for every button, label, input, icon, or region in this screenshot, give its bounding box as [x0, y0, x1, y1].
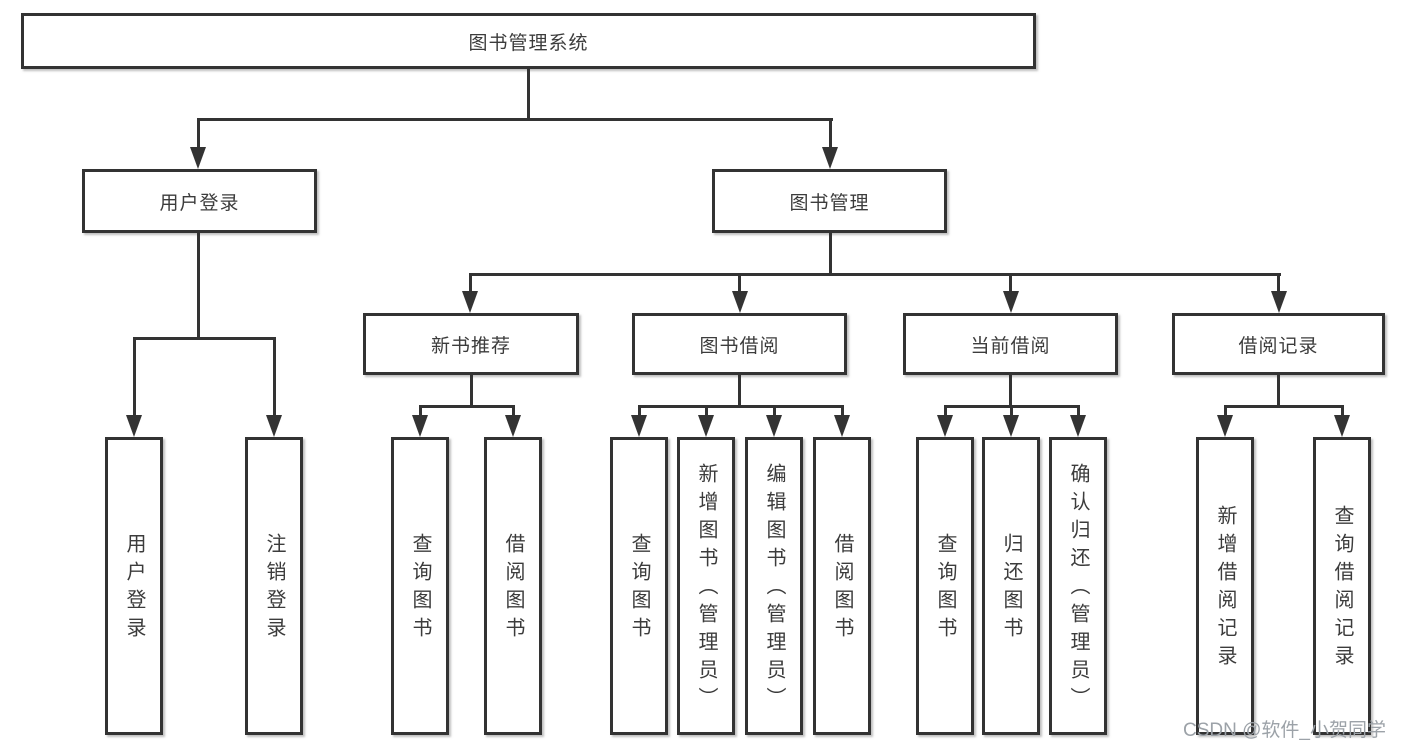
arrow-down-icon [732, 291, 748, 313]
connector-arrow-shaft [1077, 405, 1080, 419]
connector-arrow-shaft [1010, 405, 1013, 419]
connector-arrow-shaft [273, 337, 276, 417]
leaf-current-return-books: 归还图书 [982, 437, 1040, 735]
arrow-down-icon [937, 415, 953, 437]
connector-book-mgmt-stub [829, 233, 832, 273]
leaf-logout: 注销登录 [245, 437, 303, 735]
connector-arrow-shaft [638, 405, 641, 419]
arrow-down-icon [505, 415, 521, 437]
connector-current-borrow-stub [1009, 375, 1012, 405]
connector-arrow-shaft [705, 405, 708, 419]
connector-book-borrow-branch [638, 405, 844, 408]
leaf-borrow-edit-books-admin: 编辑图书（管理员） [745, 437, 803, 735]
node-library-system: 图书管理系统 [21, 13, 1036, 69]
connector-level2-branch [197, 118, 833, 121]
arrow-down-icon [190, 147, 206, 169]
connector-borrow-record-stub [1277, 375, 1280, 405]
connector-level3-branch [469, 273, 1281, 276]
leaf-current-confirm-return-admin: 确认归还（管理员） [1049, 437, 1107, 735]
arrow-down-icon [1271, 291, 1287, 313]
connector-arrow-shaft [197, 118, 200, 150]
arrow-down-icon [1217, 415, 1233, 437]
connector-recommend-stub [470, 375, 473, 405]
arrow-down-icon [1003, 415, 1019, 437]
connector-arrow-shaft [419, 405, 422, 419]
connector-arrow-shaft [738, 273, 741, 295]
node-current-borrow: 当前借阅 [903, 313, 1118, 375]
connector-arrow-shaft [1341, 405, 1344, 419]
arrow-down-icon [462, 291, 478, 313]
connector-arrow-shaft [829, 118, 832, 150]
watermark: CSDN @软件_小贺同学 [1183, 720, 1386, 741]
connector-book-borrow-stub [738, 375, 741, 405]
arrow-down-icon [266, 415, 282, 437]
leaf-record-query-borrow-record: 查询借阅记录 [1313, 437, 1371, 735]
connector-borrow-record-branch [1224, 405, 1344, 408]
arrow-down-icon [1070, 415, 1086, 437]
connector-recommend-branch [419, 405, 515, 408]
arrow-down-icon [698, 415, 714, 437]
leaf-recommend-query-books: 查询图书 [391, 437, 449, 735]
arrow-down-icon [1003, 291, 1019, 313]
arrow-down-icon [412, 415, 428, 437]
leaf-borrow-add-books-admin: 新增图书（管理员） [677, 437, 735, 735]
leaf-borrow-borrow-books: 借阅图书 [813, 437, 871, 735]
connector-arrow-shaft [133, 337, 136, 417]
connector-arrow-shaft [1009, 273, 1012, 295]
connector-arrow-shaft [512, 405, 515, 419]
connector-arrow-shaft [1277, 273, 1280, 295]
arrow-down-icon [631, 415, 647, 437]
arrow-down-icon [1334, 415, 1350, 437]
leaf-user-login: 用户登录 [105, 437, 163, 735]
connector-user-login-branch [133, 337, 276, 340]
connector-arrow-shaft [841, 405, 844, 419]
arrow-down-icon [126, 415, 142, 437]
node-new-book-recommend: 新书推荐 [363, 313, 579, 375]
arrow-down-icon [766, 415, 782, 437]
leaf-record-add-borrow-record: 新增借阅记录 [1196, 437, 1254, 735]
node-borrow-record: 借阅记录 [1172, 313, 1385, 375]
connector-arrow-shaft [773, 405, 776, 419]
connector-root-stub [527, 69, 530, 118]
arrow-down-icon [822, 147, 838, 169]
node-book-borrow: 图书借阅 [632, 313, 847, 375]
node-book-management: 图书管理 [712, 169, 947, 233]
connector-arrow-shaft [1224, 405, 1227, 419]
connector-user-login-stub [197, 233, 200, 337]
connector-arrow-shaft [944, 405, 947, 419]
node-user-login: 用户登录 [82, 169, 317, 233]
arrow-down-icon [834, 415, 850, 437]
leaf-recommend-borrow-books: 借阅图书 [484, 437, 542, 735]
connector-arrow-shaft [469, 273, 472, 295]
leaf-borrow-query-books: 查询图书 [610, 437, 668, 735]
leaf-current-query-books: 查询图书 [916, 437, 974, 735]
